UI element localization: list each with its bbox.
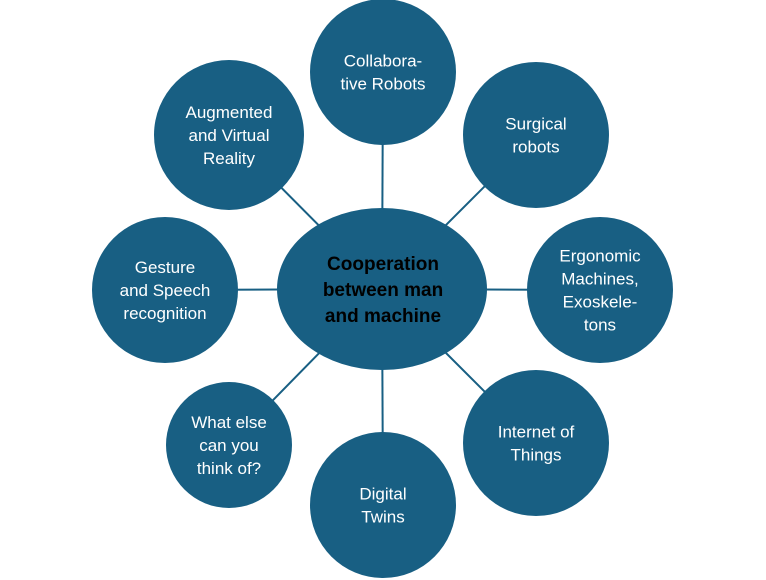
center-ellipse	[277, 208, 487, 370]
node-circle	[310, 0, 456, 145]
node-label-line: Ergonomic	[559, 247, 641, 266]
node-label-line: Augmented	[186, 103, 273, 122]
node-label-line: Gesture	[135, 258, 195, 277]
node-label-line: What else	[191, 413, 267, 432]
node-what-else: What else can you think of?	[166, 382, 292, 508]
node-label-line: Reality	[203, 149, 255, 168]
node-label-line: can you	[199, 436, 259, 455]
center-label-line: Cooperation	[327, 254, 439, 275]
node-circle	[463, 62, 609, 208]
node-internet-of-things: Internet of Things	[463, 370, 609, 516]
center-label-line: between man	[323, 280, 443, 301]
node-circle	[154, 60, 304, 210]
node-circle	[310, 432, 456, 578]
node-circle	[463, 370, 609, 516]
node-circle	[166, 382, 292, 508]
node-label-line: recognition	[123, 304, 206, 323]
node-label-line: tons	[584, 316, 616, 335]
node-gesture-speech: Gesture and Speech recognition	[92, 217, 238, 363]
node-label-line: Digital	[359, 485, 406, 504]
node-label-line: robots	[512, 138, 559, 157]
node-label-line: think of?	[197, 459, 261, 478]
node-label-line: Twins	[361, 508, 404, 527]
node-label-line: and Speech	[120, 281, 211, 300]
node-label-line: Machines,	[561, 270, 638, 289]
node-label-line: Internet of	[498, 423, 575, 442]
node-collaborative-robots: Collabora-tive Robots	[310, 0, 456, 145]
node-label-line: and Virtual	[189, 126, 270, 145]
node-circle	[527, 217, 673, 363]
node-label-line: Things	[510, 446, 561, 465]
node-surgical-robots: Surgical robots	[463, 62, 609, 208]
node-label-line: Collabora-	[344, 52, 422, 71]
node-label-line: tive Robots	[340, 75, 425, 94]
center-node: Cooperation between man and machine	[277, 208, 487, 370]
node-circle	[92, 217, 238, 363]
node-label-line: Exoskele-	[563, 293, 638, 312]
node-label-line: Surgical	[505, 115, 566, 134]
center-label-line: and machine	[325, 306, 441, 327]
